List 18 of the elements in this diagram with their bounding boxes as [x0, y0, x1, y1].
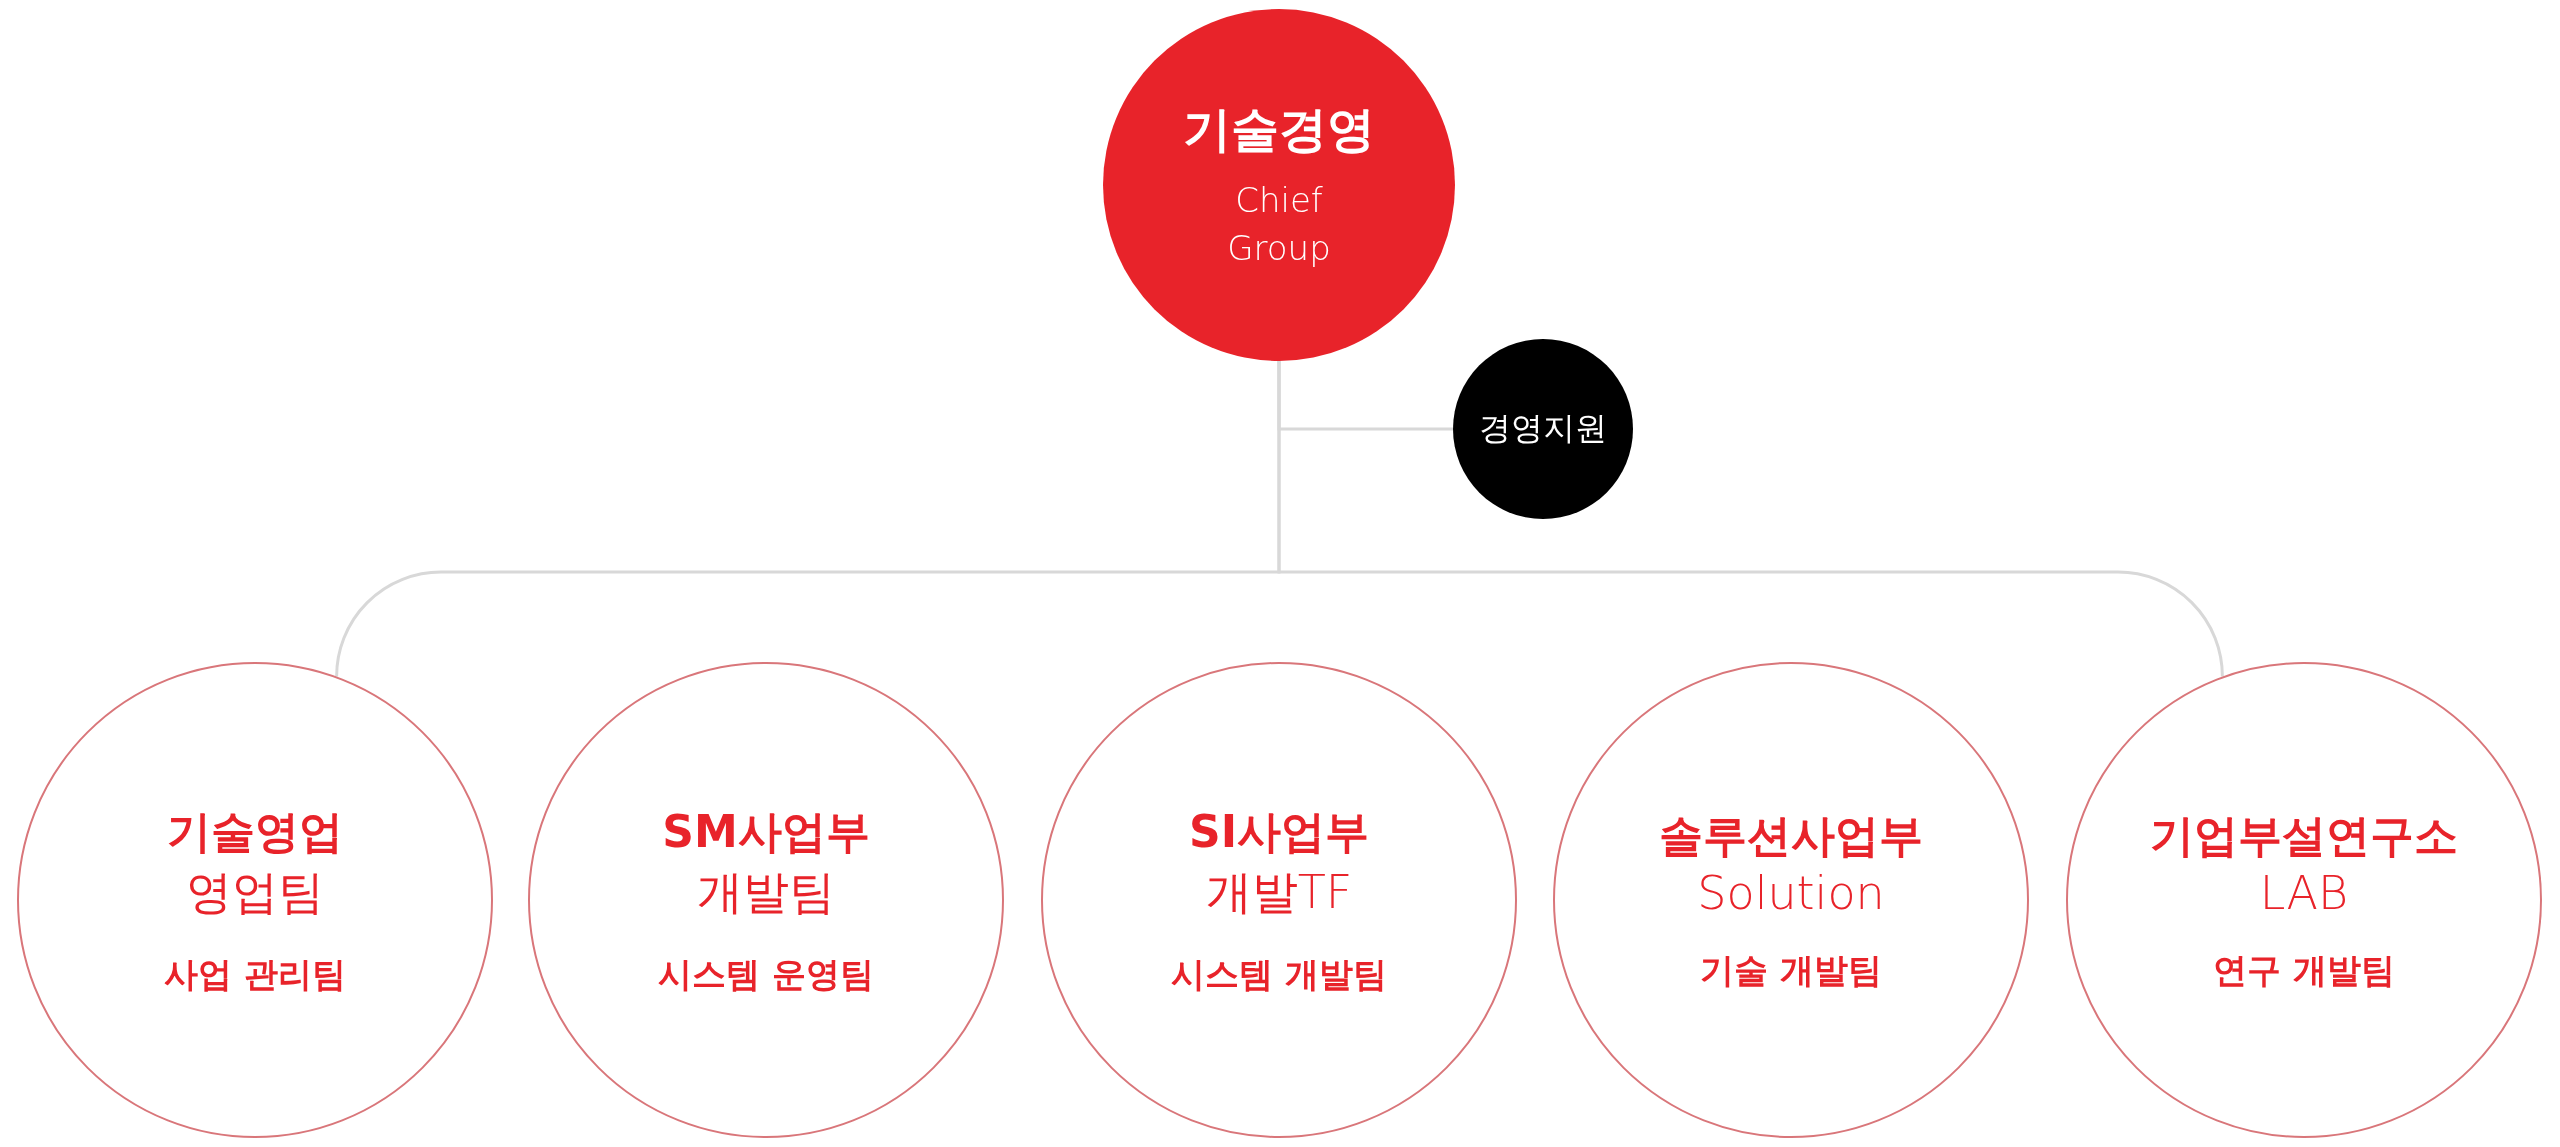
unit-subtitle: 개발TF — [1205, 863, 1353, 921]
circle-title: 기술경영 — [1183, 100, 1375, 159]
unit-title: 기업부설연구소 — [2150, 808, 2458, 863]
unit-title: 기술영업 — [167, 804, 343, 859]
team-name: 연구 개발팀 — [2213, 948, 2395, 992]
team-name: 사업 관리팀 — [164, 952, 346, 996]
unit-subtitle: LAB — [2259, 865, 2349, 920]
circle-subtitle: Chief Group — [1226, 179, 1332, 270]
unit-title: SI사업부 — [1188, 804, 1370, 859]
team-name: 기술 개발팀 — [1700, 948, 1882, 992]
unit-subtitle: 개발팀 — [697, 863, 835, 921]
team-name: 시스템 개발팀 — [1171, 952, 1387, 996]
circle-label: 경영지원 — [1479, 408, 1607, 449]
unit-title: SM사업부 — [662, 804, 870, 859]
unit-subtitle: 영업팀 — [186, 863, 324, 921]
team-name: 시스템 운영팀 — [658, 952, 874, 996]
unit-title: 솔루션사업부 — [1659, 808, 1923, 863]
unit-subtitle: Solution — [1697, 865, 1885, 920]
